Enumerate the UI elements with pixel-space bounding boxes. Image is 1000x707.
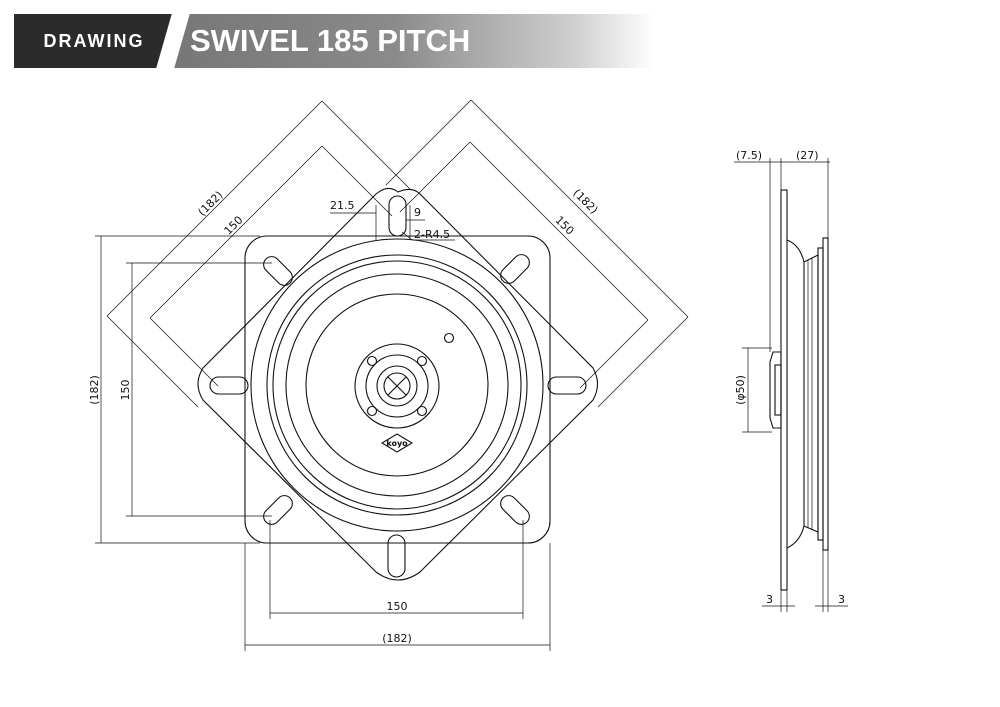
ext-line-diag-left-inner-bottom — [149, 317, 219, 387]
slot-corner-br — [500, 495, 530, 525]
dim-line-diag-right-outer — [470, 99, 689, 318]
ext-line-diag-left-outer-top — [321, 100, 411, 190]
hub-bolt-3 — [366, 405, 378, 417]
side-bottom-flange — [822, 237, 829, 551]
dim-side-top-left: (7.5) — [736, 149, 762, 162]
ext-line-diag-left-inner-top — [321, 145, 393, 217]
drawing-tag: DRAWING — [14, 14, 174, 68]
side-view: (7.5) (27) (φ50) 3 3 — [734, 149, 848, 612]
ext-line-diag-right-outer-bottom — [597, 316, 689, 408]
dim-side-top-right: (27) — [796, 149, 819, 162]
drawing-header: DRAWING SWIVEL 185 PITCH — [14, 14, 654, 68]
slot-right — [547, 376, 587, 395]
dim-side-bottom-left: 3 — [766, 593, 773, 606]
dim-side-dia: (φ50) — [734, 375, 747, 405]
slot-corner-bl — [263, 495, 293, 525]
hub-bolt-4 — [416, 405, 428, 417]
ring-5 — [305, 293, 489, 477]
dim-diag-right-outer: (182) — [570, 186, 600, 216]
ext-line-diag-right-inner-top — [399, 141, 471, 213]
side-bearing-left — [786, 239, 805, 549]
dim-slot-gap: 9 — [414, 206, 421, 219]
logo-mark — [380, 433, 414, 453]
ring-4 — [285, 273, 509, 497]
slot-left — [209, 376, 249, 395]
dim-horiz-outer: (182) — [382, 632, 412, 645]
top-plate — [197, 187, 599, 581]
hub-core — [383, 372, 411, 400]
outer-ring — [250, 238, 544, 532]
ext-line-diag-left-outer-bottom — [106, 315, 199, 408]
dim-line-diag-left-inner — [149, 145, 323, 319]
slot-corner-tl — [263, 256, 293, 286]
slot-top — [388, 195, 407, 237]
front-view: koyo (182) 150 (182) 150 21.5 9 2-R4.5 — [88, 99, 689, 651]
side-top-plate — [780, 189, 788, 591]
hub-mid — [365, 354, 429, 418]
hub-outer — [354, 343, 440, 429]
dim-diag-right-inner: 150 — [552, 214, 576, 238]
hub-bolt-1 — [366, 355, 378, 367]
drawing-title: SWIVEL 185 PITCH — [190, 23, 471, 58]
dim-vert-outer: (182) — [88, 375, 101, 405]
dim-line-diag-left-outer — [106, 100, 323, 317]
dim-slot-radius: 2-R4.5 — [414, 228, 450, 241]
dim-line-diag-right-inner — [469, 141, 649, 321]
ring-3 — [272, 260, 522, 510]
ring-2 — [266, 254, 528, 516]
side-bottom-plate — [817, 247, 824, 541]
slot-corner-tr — [500, 254, 530, 284]
side-bearing-body — [803, 254, 819, 533]
side-hub-inner — [774, 364, 782, 416]
dim-side-bottom-right: 3 — [838, 593, 845, 606]
dim-horiz-inner: 150 — [387, 600, 408, 613]
leader-slot-radius — [401, 231, 413, 241]
ext-line-diag-right-outer-top — [385, 99, 472, 186]
ext-line-diag-right-inner-bottom — [579, 319, 649, 389]
hub-bolt-2 — [416, 355, 428, 367]
dim-vert-inner: 150 — [119, 380, 132, 401]
small-hole — [443, 332, 455, 344]
dim-slot-width: 21.5 — [330, 199, 355, 212]
logo-text: koyo — [386, 439, 408, 448]
slot-bottom — [387, 534, 406, 578]
dim-diag-left-outer: (182) — [195, 188, 225, 218]
hub-cross — [387, 376, 407, 396]
dim-diag-left-inner: 150 — [222, 214, 246, 238]
hub-inner — [376, 365, 418, 407]
side-hub — [769, 351, 782, 429]
